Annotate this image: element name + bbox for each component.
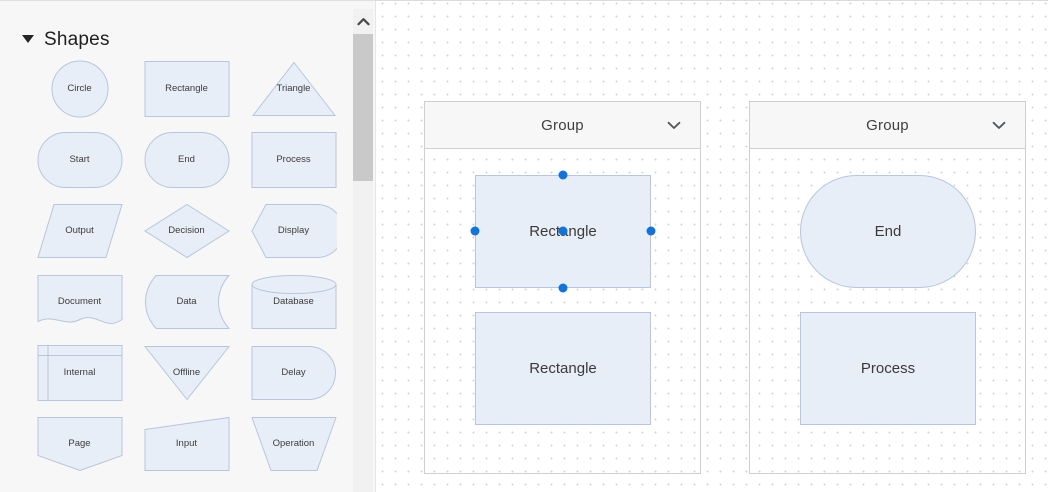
- shape-item-operation[interactable]: Operation: [240, 408, 347, 479]
- shape-item-database[interactable]: Database: [240, 266, 347, 337]
- triangle-icon: [251, 60, 337, 117]
- display-icon: [251, 202, 337, 259]
- scrollbar-thumb[interactable]: [353, 34, 373, 181]
- shape-item-decision[interactable]: Decision: [133, 195, 240, 266]
- operation-icon: [251, 415, 337, 472]
- shape-item-start[interactable]: Start: [26, 124, 133, 195]
- resize-handle-left[interactable]: [470, 226, 480, 236]
- shape-item-display[interactable]: Display: [240, 195, 347, 266]
- shape-item-process[interactable]: Process: [240, 124, 347, 195]
- document-icon: [37, 273, 123, 330]
- data-icon: [144, 273, 230, 330]
- shape-item-page[interactable]: Page: [26, 408, 133, 479]
- shape-item-triangle[interactable]: Triangle: [240, 53, 347, 124]
- resize-handle-bottom[interactable]: [558, 283, 568, 293]
- offline-icon: [144, 344, 230, 401]
- rect-icon: [251, 131, 337, 188]
- group-container-2[interactable]: Group End Process: [749, 101, 1026, 474]
- move-handle-center[interactable]: [558, 226, 568, 236]
- resize-handle-right[interactable]: [646, 226, 656, 236]
- shapes-section-header[interactable]: Shapes: [0, 1, 353, 49]
- diamond-icon: [144, 202, 230, 259]
- node-end[interactable]: End: [800, 175, 976, 288]
- shape-item-circle[interactable]: Circle: [26, 53, 133, 124]
- node-label: End: [874, 223, 902, 240]
- stadium-icon: [144, 131, 230, 188]
- stadium-icon: [37, 131, 123, 188]
- group-title-1: Group: [541, 116, 584, 134]
- group-header-2[interactable]: Group: [750, 102, 1025, 149]
- group-container-1[interactable]: Group Rectangle Rectangle: [424, 101, 701, 474]
- resize-handle-top[interactable]: [558, 170, 568, 180]
- group-body-2[interactable]: End Process: [750, 149, 1025, 473]
- internal-icon: [37, 344, 123, 401]
- sidebar-scrollbar[interactable]: [353, 9, 373, 492]
- shape-item-data[interactable]: Data: [133, 266, 240, 337]
- shape-item-input[interactable]: Input: [133, 408, 240, 479]
- shape-item-delay[interactable]: Delay: [240, 337, 347, 408]
- input-icon: [144, 415, 230, 472]
- diagram-canvas[interactable]: Group Rectangle Rectangle: [375, 0, 1048, 492]
- group-header-1[interactable]: Group: [425, 102, 700, 149]
- shape-item-document[interactable]: Document: [26, 266, 133, 337]
- node-label: Rectangle: [529, 360, 597, 377]
- delay-icon: [251, 344, 337, 401]
- node-process[interactable]: Process: [800, 312, 976, 425]
- shape-item-end[interactable]: End: [133, 124, 240, 195]
- shapes-section-title: Shapes: [44, 28, 110, 50]
- node-rectangle[interactable]: Rectangle: [475, 312, 651, 425]
- shape-item-internal[interactable]: Internal: [26, 337, 133, 408]
- circle-icon: [37, 60, 123, 117]
- canvas-left-edge: [375, 1, 376, 492]
- shape-item-rectangle[interactable]: Rectangle: [133, 53, 240, 124]
- group-title-2: Group: [866, 116, 909, 134]
- page-icon: [37, 415, 123, 472]
- group-body-1[interactable]: Rectangle Rectangle: [425, 149, 700, 473]
- shape-item-offline[interactable]: Offline: [133, 337, 240, 408]
- chevron-down-icon[interactable]: [666, 117, 682, 133]
- shape-item-output[interactable]: Output: [26, 195, 133, 266]
- database-icon: [251, 273, 337, 330]
- node-label: Process: [860, 360, 916, 377]
- rect-icon: [144, 60, 230, 117]
- chevron-down-icon[interactable]: [991, 117, 1007, 133]
- scroll-up-arrow-button[interactable]: [353, 9, 373, 33]
- parallelogram-icon: [37, 202, 123, 259]
- caret-down-icon[interactable]: [22, 35, 34, 43]
